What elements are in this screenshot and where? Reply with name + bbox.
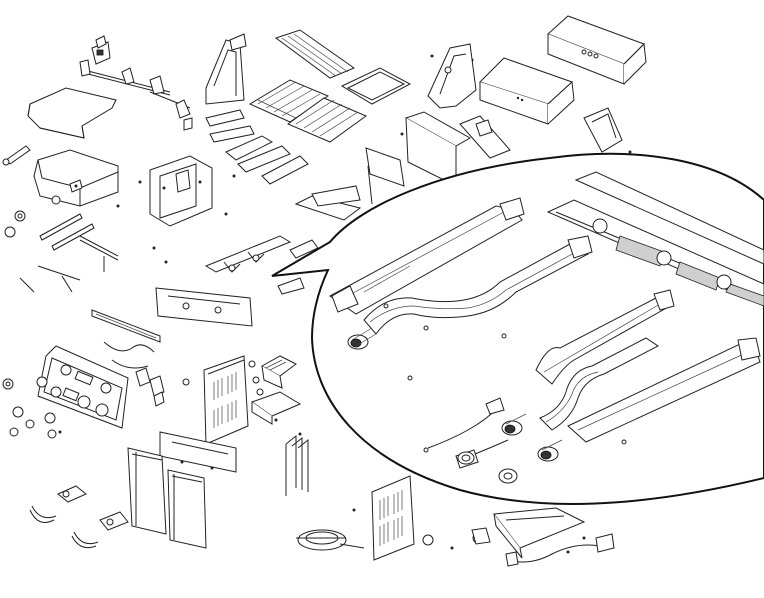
cart-door-right bbox=[167, 469, 207, 549]
side-shelf bbox=[27, 87, 117, 139]
side-knob-parts bbox=[4, 210, 26, 238]
side-burner-ring bbox=[296, 529, 365, 551]
small-parts-column bbox=[248, 360, 264, 396]
hose-regulator bbox=[505, 533, 615, 567]
lid-side-bracket bbox=[205, 33, 247, 105]
frame-rails bbox=[19, 213, 119, 293]
firebox-back bbox=[365, 111, 472, 205]
vent-slots bbox=[213, 372, 237, 428]
cooking-grate-top bbox=[274, 29, 356, 79]
lid-end-cap-right bbox=[583, 107, 623, 153]
rotisserie-rod bbox=[79, 59, 193, 131]
lid-end-cap-left bbox=[427, 43, 477, 109]
door-handle-left bbox=[29, 485, 87, 523]
crossbar bbox=[91, 309, 161, 343]
bottom-bracket bbox=[159, 431, 237, 473]
cooking-grate-right bbox=[286, 97, 368, 143]
control-panel-bracket bbox=[155, 287, 253, 327]
lp-tank-hooks bbox=[285, 434, 309, 496]
door-handle-right bbox=[71, 511, 129, 549]
lid-upper bbox=[547, 15, 647, 85]
cart-side-panel-right bbox=[371, 475, 415, 561]
cooking-grate-left bbox=[248, 79, 330, 123]
burner-heat-shield bbox=[294, 185, 362, 221]
basket bbox=[260, 355, 297, 389]
grease-tray bbox=[493, 507, 586, 559]
flavor-bars bbox=[205, 109, 309, 185]
firebox-side-panel bbox=[149, 155, 213, 227]
side-burner-housing bbox=[33, 149, 119, 207]
side-burner-tube bbox=[2, 145, 31, 166]
control-panel bbox=[36, 345, 129, 429]
burner-tube-2 bbox=[363, 235, 593, 335]
callout-contents bbox=[329, 171, 764, 484]
burner-frame-rail bbox=[546, 171, 764, 307]
cart-door-left bbox=[127, 447, 167, 535]
ignitor-module bbox=[91, 35, 111, 65]
lid-handle bbox=[459, 115, 511, 159]
drip-tray bbox=[250, 391, 302, 425]
ignition-wires bbox=[103, 341, 190, 407]
collector-boxes bbox=[455, 449, 518, 484]
griddle-plate bbox=[340, 67, 412, 105]
burner-inlets bbox=[501, 413, 563, 462]
burner-tube-3 bbox=[535, 289, 675, 385]
cart-side-panel bbox=[203, 355, 249, 445]
callout-screws bbox=[383, 303, 627, 445]
burner-tube-1 bbox=[329, 197, 525, 315]
caster-wheels bbox=[352, 508, 491, 550]
lid-main bbox=[479, 57, 575, 125]
burner-tube-5 bbox=[539, 337, 659, 431]
burner-inlet-1 bbox=[347, 327, 377, 350]
control-knobs bbox=[2, 378, 57, 439]
burner-tube-4 bbox=[567, 337, 761, 443]
